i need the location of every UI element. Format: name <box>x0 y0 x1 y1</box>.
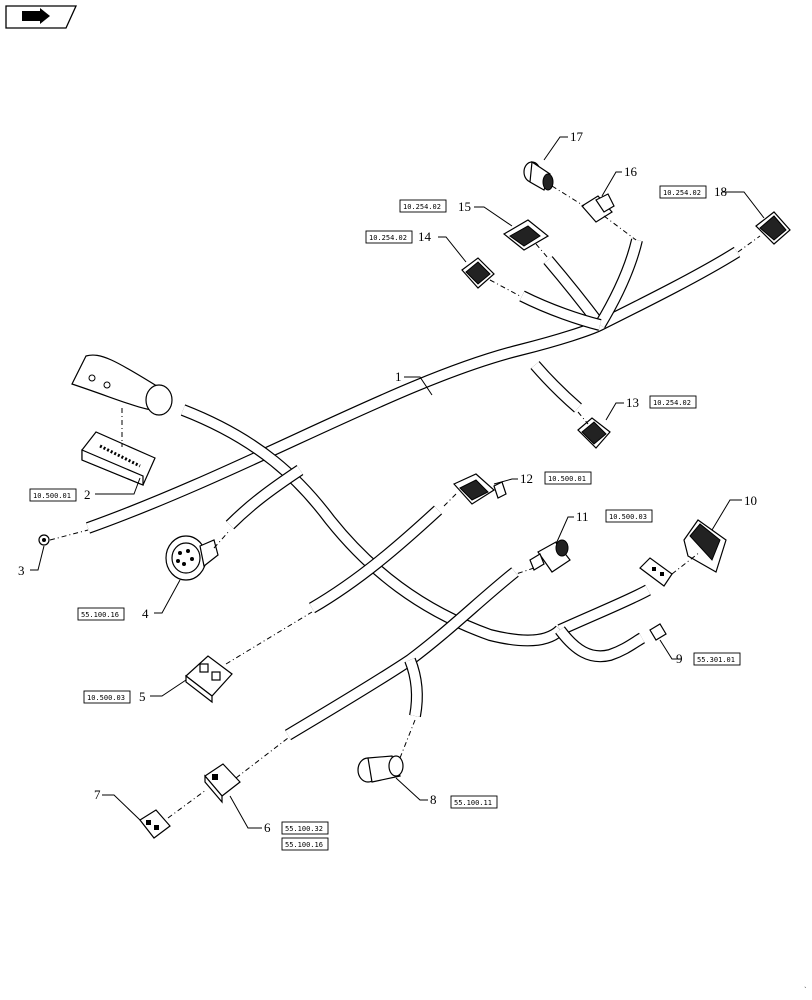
callout-15: 15 <box>458 199 471 214</box>
wire-harness <box>85 238 741 741</box>
svg-text:55.100.11: 55.100.11 <box>454 799 492 807</box>
ref-box-6b[interactable]: 55.100.16 <box>281 837 329 851</box>
terminal-9 <box>649 623 667 641</box>
ref-box-14[interactable]: 10.254.02 <box>365 230 413 244</box>
leader-lines <box>30 136 765 829</box>
callout-18: 18 <box>714 184 727 199</box>
svg-text:10.500.03: 10.500.03 <box>87 694 125 702</box>
connector-2-body <box>81 431 156 486</box>
callout-8: 8 <box>430 792 437 807</box>
ref-box-15[interactable]: 10.254.02 <box>399 199 447 213</box>
callout-numbers: 1 2 3 4 5 6 7 8 9 10 11 12 13 14 15 16 1… <box>18 129 757 835</box>
connector-13 <box>577 417 611 449</box>
connector-17 <box>523 160 554 191</box>
svg-text:55.100.16: 55.100.16 <box>285 841 323 849</box>
ref-box-5[interactable]: 10.500.03 <box>83 690 131 704</box>
connector-2-hood <box>71 354 173 416</box>
callout-9: 9 <box>676 651 683 666</box>
reference-boxes: 10.500.01 55.100.16 10.500.03 55.100.32 … <box>29 185 741 851</box>
connector-12 <box>453 473 507 505</box>
ref-box-6a[interactable]: 55.100.32 <box>281 821 329 835</box>
svg-text:55.301.01: 55.301.01 <box>697 656 735 664</box>
ref-box-13[interactable]: 10.254.02 <box>649 395 697 409</box>
round-connector-4 <box>165 535 219 581</box>
connector-8 <box>357 755 404 783</box>
page-turn-arrow-icon[interactable] <box>5 5 78 29</box>
connector-5 <box>185 655 233 704</box>
svg-text:10.500.01: 10.500.01 <box>548 475 586 483</box>
callout-7: 7 <box>94 787 101 802</box>
callout-11: 11 <box>576 509 589 524</box>
svg-text:10.254.02: 10.254.02 <box>403 203 441 211</box>
callout-12: 12 <box>520 471 533 486</box>
callout-14: 14 <box>418 229 432 244</box>
connector-10 <box>639 519 727 587</box>
connector-16 <box>581 193 615 223</box>
callout-2: 2 <box>84 487 91 502</box>
svg-text:10.500.01: 10.500.01 <box>33 492 71 500</box>
callout-6: 6 <box>264 820 271 835</box>
ref-box-2[interactable]: 10.500.01 <box>29 488 77 502</box>
svg-text:10.254.02: 10.254.02 <box>663 189 701 197</box>
ref-box-18[interactable]: 10.254.02 <box>659 185 707 199</box>
svg-text:10.254.02: 10.254.02 <box>369 234 407 242</box>
connector-14 <box>461 257 495 289</box>
svg-text:55.100.32: 55.100.32 <box>285 825 323 833</box>
ref-box-11[interactable]: 10.500.03 <box>605 509 653 523</box>
ring-terminal-3 <box>38 534 50 546</box>
connector-15 <box>502 219 550 251</box>
callout-3: 3 <box>18 563 25 578</box>
callout-17: 17 <box>570 129 584 144</box>
ref-box-12[interactable]: 10.500.01 <box>544 471 592 485</box>
callout-10: 10 <box>744 493 757 508</box>
svg-text:10.500.03: 10.500.03 <box>609 513 647 521</box>
callout-16: 16 <box>624 164 638 179</box>
connector-6 <box>204 763 241 804</box>
connector-7 <box>139 809 171 839</box>
ref-box-4[interactable]: 55.100.16 <box>77 607 125 621</box>
connector-11 <box>529 539 571 573</box>
callout-4: 4 <box>142 606 149 621</box>
corner-mark: ` <box>804 987 807 994</box>
svg-text:10.254.02: 10.254.02 <box>653 399 691 407</box>
callout-13: 13 <box>626 395 639 410</box>
ref-box-9[interactable]: 55.301.01 <box>693 652 741 666</box>
callout-1: 1 <box>395 369 402 384</box>
connector-18 <box>755 211 791 245</box>
callout-5: 5 <box>139 689 146 704</box>
ref-box-8[interactable]: 55.100.11 <box>450 795 498 809</box>
svg-text:55.100.16: 55.100.16 <box>81 611 119 619</box>
